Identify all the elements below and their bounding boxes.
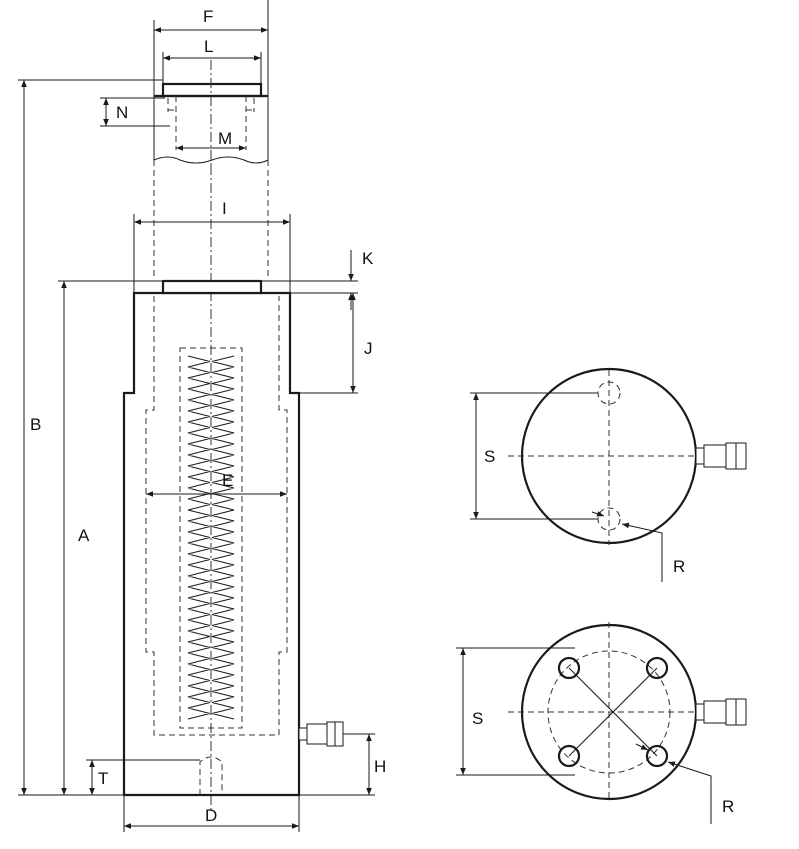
label-A: A	[78, 526, 90, 545]
label-I: I	[222, 199, 227, 218]
top-view-two-hole	[470, 367, 747, 582]
dimension-lines	[18, 0, 375, 832]
label-D: D	[205, 806, 217, 825]
plunger-head-detail	[153, 60, 269, 165]
bottom-view-four-hole	[456, 622, 747, 824]
label-R-bottom: R	[722, 797, 734, 816]
label-J: J	[364, 339, 373, 358]
hydraulic-coupler	[298, 721, 344, 747]
hydraulic-coupler-top	[695, 442, 747, 470]
projection-lines	[153, 160, 269, 810]
label-M: M	[218, 129, 232, 148]
hydraulic-coupler-bottom	[695, 698, 747, 726]
label-T: T	[98, 769, 108, 788]
label-K: K	[362, 249, 374, 268]
cylinder-body	[122, 279, 344, 797]
label-B: B	[30, 415, 41, 434]
label-E: E	[222, 471, 233, 490]
label-F: F	[203, 7, 213, 26]
label-H: H	[374, 757, 386, 776]
label-R-top: R	[673, 557, 685, 576]
return-spring	[187, 355, 235, 720]
label-S-bottom: S	[472, 709, 483, 728]
label-L: L	[204, 37, 213, 56]
dimension-labels: F L N M B I K J A E H T D S R S R	[30, 7, 734, 825]
label-N: N	[116, 103, 128, 122]
label-S-top: S	[484, 447, 495, 466]
